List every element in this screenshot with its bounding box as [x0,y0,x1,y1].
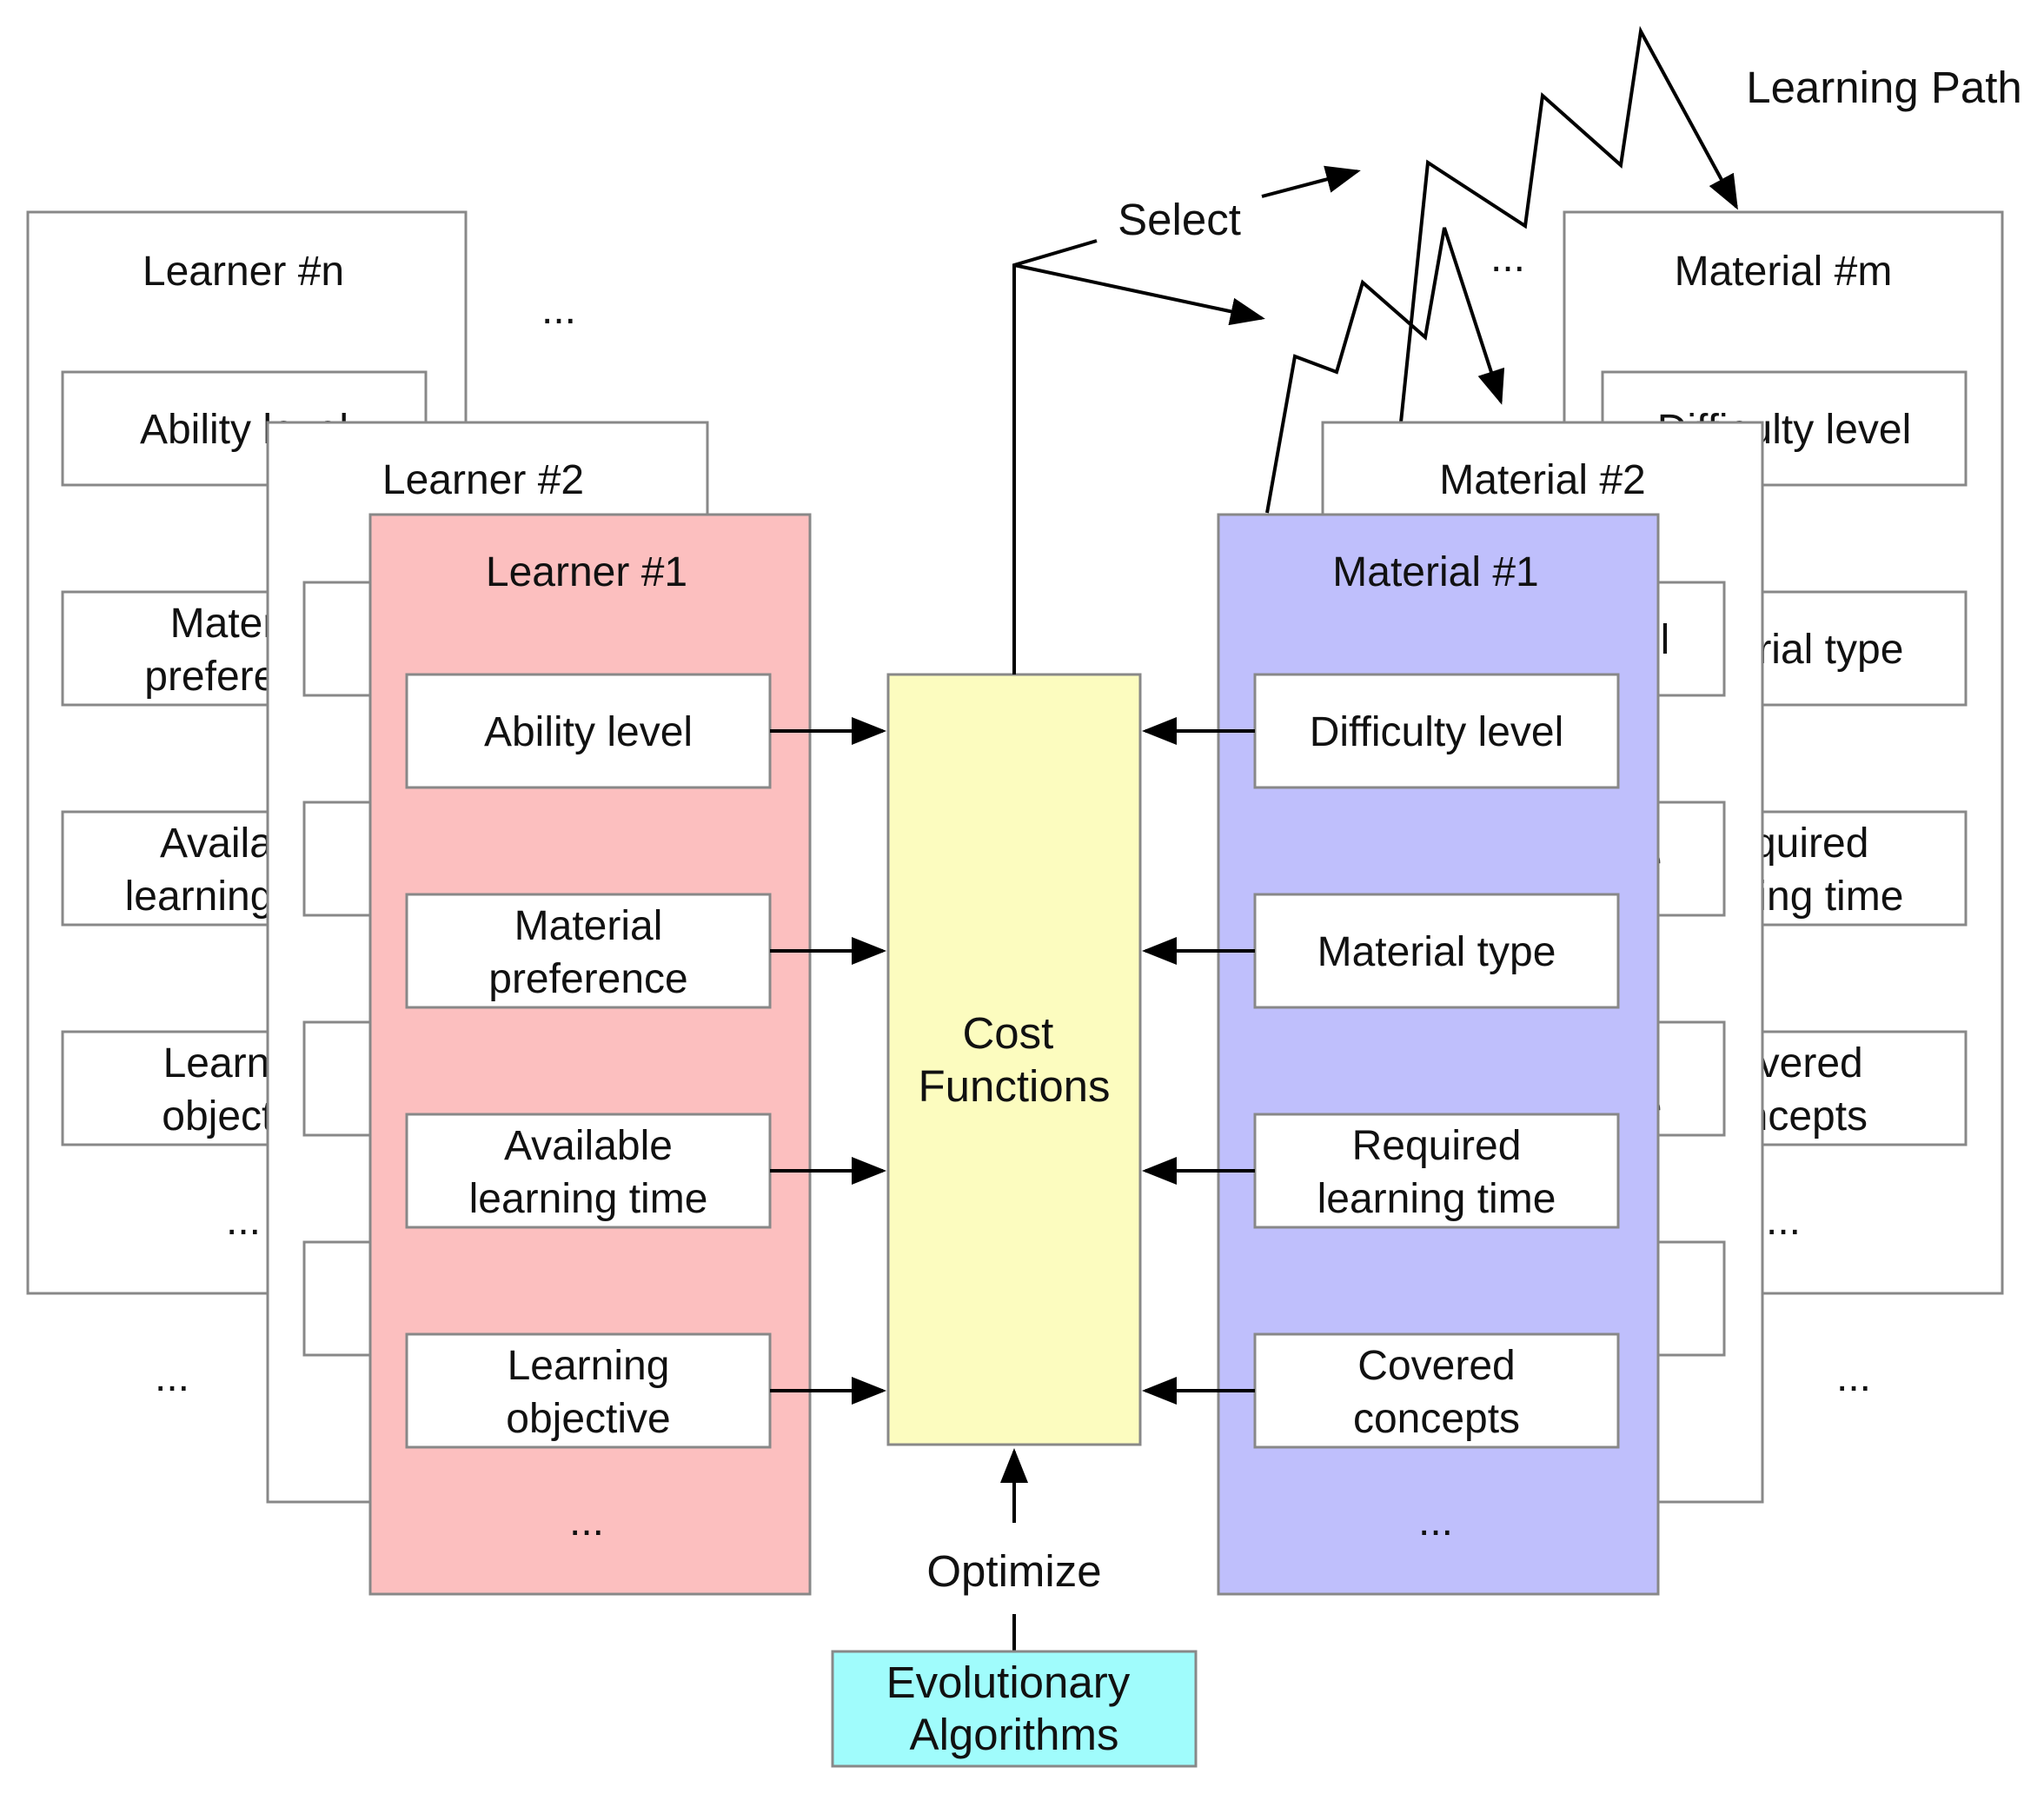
learners-stack-ellipsis-top: ... [541,287,576,333]
materials-stack-ellipsis-top: ... [1490,235,1525,281]
select-arrow-to-path [1261,165,1361,198]
learner-n-title: Learner #n [143,249,344,295]
material-1-field-box-3 [1253,1113,1620,1229]
material-1-field-box-1 [1253,673,1620,789]
learner-1-ellipsis: ... [569,1498,604,1545]
evolutionary-algorithms-label: Evolutionary Algorithms [886,1658,1143,1759]
learning-path-line-1 [1265,227,1505,514]
material-1-field-label-1: Difficulty level [1310,709,1564,755]
material-2-title: Material #2 [1439,457,1645,503]
materials-stack-ellipsis-bottom: ... [1836,1354,1871,1400]
learner-1-field-box-2 [405,893,772,1009]
select-arrow-to-material [1013,263,1265,326]
optimize-label: Optimize [926,1546,1101,1596]
material-1-field-box-2 [1253,893,1620,1009]
cost-functions-box [886,673,1142,1446]
material-1-field-box-4 [1253,1332,1620,1449]
material-m-title: Material #m [1675,249,1893,295]
optimization-flow: Cost Functions Select Optimize Evolution… [831,63,2022,1768]
select-line [1012,239,1098,674]
material-1-ellipsis: ... [1418,1498,1453,1545]
cost-functions-label: Cost Functions [918,1008,1110,1111]
learners-stack-ellipsis-bottom: ... [155,1354,189,1400]
material-1-title: Material #1 [1332,549,1538,595]
learner-1-field-label-1: Ability level [484,709,693,755]
learner-2-title: Learner #2 [382,457,584,503]
material-1-field-label-2: Material type [1317,929,1556,975]
evolutionary-algorithms-box [831,1650,1198,1768]
learning-path-line-2 [1399,25,1738,423]
select-label: Select [1118,195,1241,244]
material-m-ellipsis: ... [1766,1198,1801,1244]
learning-path-lines [1265,25,1738,514]
learner-1-title: Learner #1 [486,549,687,595]
input-arrows [770,717,1255,1405]
learning-path-label: Learning Path [1746,63,2022,112]
learner-n-ellipsis: ... [226,1198,261,1244]
stack-ellipses: ... ... ... ... [155,235,1871,1400]
